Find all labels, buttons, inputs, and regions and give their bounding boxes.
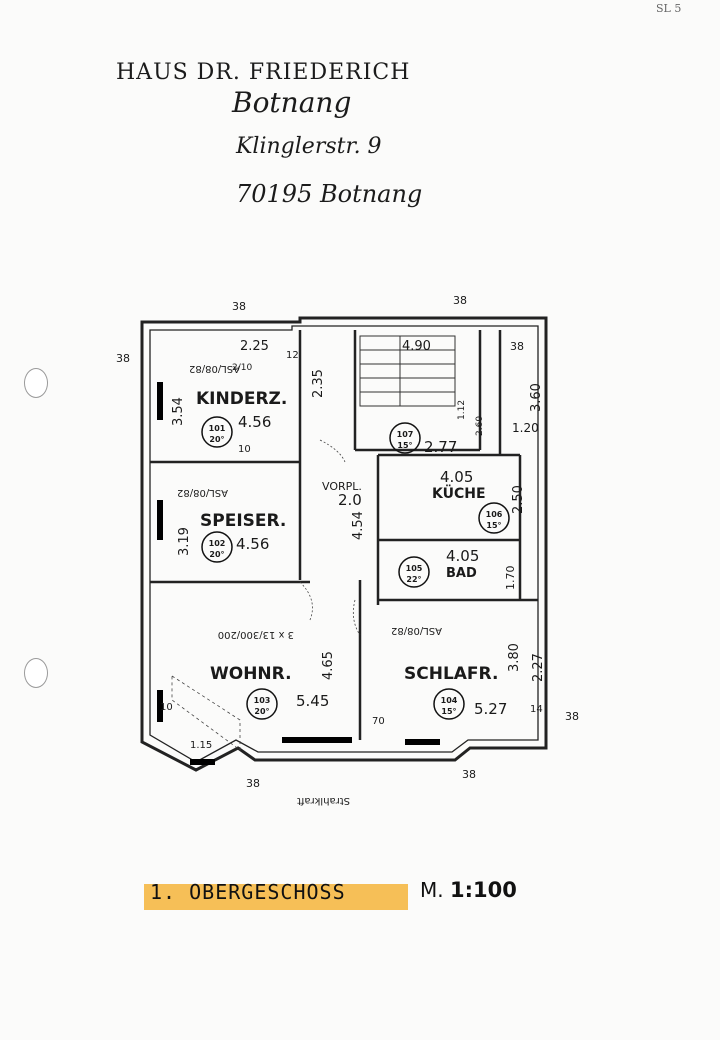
notes: ASL/08/82 ASL/08/82 3 x 13/300/200 ASL/0… xyxy=(177,363,442,806)
dim-bad-h: 1.70 xyxy=(504,566,517,591)
room-area-bad: 4.05 xyxy=(446,547,479,565)
staircase xyxy=(359,335,456,407)
dim-bay-2: 10 xyxy=(160,702,173,713)
dim-label: 38 xyxy=(246,777,260,790)
windows xyxy=(157,382,440,765)
room-area-schlafr: 5.27 xyxy=(474,700,507,718)
note-bottom: Strahlkraft xyxy=(297,795,350,806)
dim-twelve: 12 xyxy=(286,350,299,361)
dim-label: 38 xyxy=(510,340,524,353)
dim-label: 38 xyxy=(453,294,467,307)
dim-label: 38 xyxy=(462,768,476,781)
dim-kinder-h: 3.54 xyxy=(171,397,186,426)
dim-speise-h: 3.19 xyxy=(177,527,192,556)
dim-fourteen: 14 xyxy=(530,704,543,715)
room-area-speiser: 4.56 xyxy=(236,535,269,553)
room-name-speiser: SPEISER. xyxy=(200,511,286,531)
room-area-kinderz: 4.56 xyxy=(238,413,271,431)
room-circles xyxy=(201,416,510,720)
room-labels: KINDERZ. 4.56 SPEISER. 4.56 WOHNR. 5.45 … xyxy=(196,389,507,718)
room-number: 102 xyxy=(209,539,226,548)
room-name-wohnr: WOHNR. xyxy=(210,664,292,684)
dim-top-left: 2.25 xyxy=(240,339,269,354)
room-name-schlafr: SCHLAFR. xyxy=(404,664,498,684)
dim-small-2: 1.12 xyxy=(457,400,467,420)
room-number: 101 xyxy=(209,424,226,433)
dim-small-1: 2.60 xyxy=(475,416,485,436)
room-name-kinderz: KINDERZ. xyxy=(196,389,287,409)
room-sub: 20° xyxy=(254,707,269,716)
room-name-vorpl: VORPL. xyxy=(322,480,362,493)
corner-mark: SL 5 xyxy=(656,2,682,15)
highlight-marker xyxy=(144,884,408,910)
room-area-vorpl: 2.0 xyxy=(338,491,362,509)
scale-prefix: M. xyxy=(420,878,444,902)
scale-value: 1:100 xyxy=(449,878,517,902)
dim-label: 38 xyxy=(116,352,130,365)
dim-ten: 10 xyxy=(238,444,251,455)
room-sub: 15° xyxy=(397,441,412,450)
room-name-bad: BAD xyxy=(446,566,477,581)
room-sub: 20° xyxy=(209,435,224,444)
dim-kitchen-h: 2.50 xyxy=(511,485,526,514)
header-line-3: Klinglerstr. 9 xyxy=(236,134,382,159)
dim-two-ten: 2/10 xyxy=(232,363,252,373)
dim-right-h: 2.27 xyxy=(531,653,546,682)
header-line-1: HAUS DR. FRIEDERICH xyxy=(116,60,411,85)
dim-wc-right: 3.60 xyxy=(529,383,544,412)
dim-label: 38 xyxy=(565,710,579,723)
punch-hole xyxy=(24,658,48,688)
scale-label: M. 1:100 xyxy=(420,878,517,902)
interior-walls xyxy=(150,330,538,740)
room-number: 107 xyxy=(397,430,414,439)
punch-hole xyxy=(24,368,48,398)
room-name-kueche: KÜCHE xyxy=(432,484,486,502)
header-line-2: Botnang xyxy=(232,86,352,119)
room-area-wc: 2.77 xyxy=(424,438,457,456)
note-wohn: 3 x 13/300/200 xyxy=(218,629,294,640)
dim-label: 38 xyxy=(232,300,246,313)
dim-schlaf-h: 3.80 xyxy=(507,643,522,672)
room-number: 106 xyxy=(486,510,503,519)
room-area-wohnr: 5.45 xyxy=(296,692,329,710)
room-sub: 22° xyxy=(406,575,421,584)
note-schlaf: ASL/08/82 xyxy=(391,625,442,636)
room-numbers: 101 20° 102 20° 103 20° 104 15° 105 22° … xyxy=(209,424,503,716)
room-area-kueche: 4.05 xyxy=(440,468,473,486)
dim-stair: 4.90 xyxy=(402,339,431,354)
room-sub: 15° xyxy=(441,707,456,716)
dim-vorpl-h: 4.54 xyxy=(351,511,366,540)
dim-corridor: 2.35 xyxy=(311,369,326,398)
dim-wohn-h: 4.65 xyxy=(321,651,336,680)
note-kinder: ASL/08/82 xyxy=(189,363,240,374)
outer-walls xyxy=(140,316,548,772)
note-speise: ASL/08/82 xyxy=(177,487,228,498)
room-sub: 15° xyxy=(486,521,501,530)
room-sub: 20° xyxy=(209,550,224,559)
dim-seventy: 70 xyxy=(372,716,385,727)
floor-title: 1. OBERGESCHOSS xyxy=(150,880,346,904)
room-number: 105 xyxy=(406,564,423,573)
dim-bay: 1.15 xyxy=(190,740,212,751)
dim-wc-w: 1.20 xyxy=(512,421,539,435)
door-swings xyxy=(299,439,361,636)
header-line-4: 70195 Botnang xyxy=(236,180,423,208)
room-number: 103 xyxy=(254,696,271,705)
dimensions: 38 38 38 38 38 38 38 4.90 2.25 3.54 2.35… xyxy=(116,294,579,790)
bay-window xyxy=(171,675,241,751)
room-number: 104 xyxy=(441,696,458,705)
